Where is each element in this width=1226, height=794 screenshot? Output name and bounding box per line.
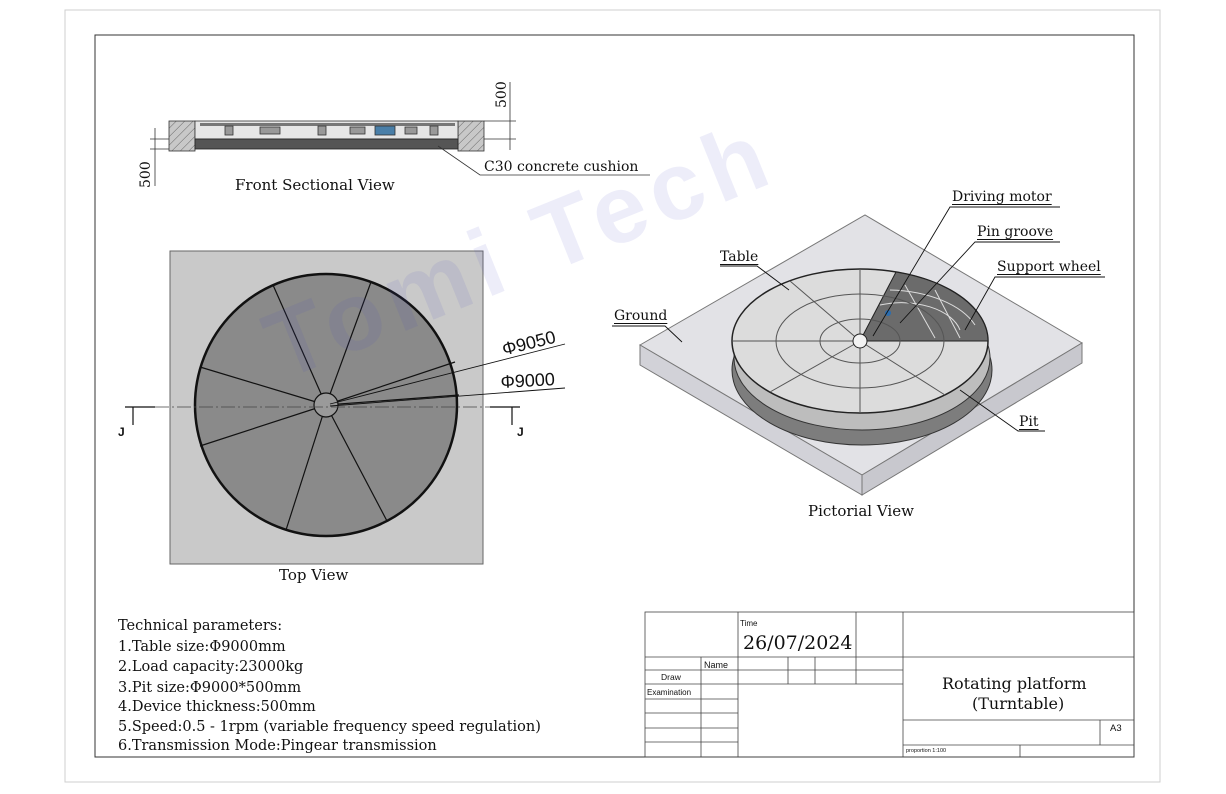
parameter-line: 3.Pit size:Φ9000*500mm: [118, 680, 302, 696]
machinery-sector: [859, 271, 989, 342]
examination-row-label: Examination: [647, 688, 692, 697]
motor-dot: [885, 310, 891, 316]
table-segments: [733, 269, 946, 413]
center-hub: [313, 392, 339, 418]
front-sectional-view: [150, 82, 650, 186]
parameter-line: 5.Speed:0.5 - 1rpm (variable frequency s…: [118, 719, 541, 735]
proportion-label: proportion 1:100: [906, 748, 947, 754]
dim-left-500: 500: [138, 161, 154, 188]
pictorial-leaders: [612, 206, 1105, 432]
front-view-title: Front Sectional View: [235, 176, 395, 194]
parameter-line: 6.Transmission Mode:Pingear transmission: [118, 738, 437, 754]
table-spokes: [199, 281, 460, 531]
draw-row-label: Draw: [661, 672, 681, 682]
section-marker-left: [125, 406, 155, 425]
ground-right-hatch: [457, 120, 485, 152]
machinery: [224, 125, 439, 136]
drawing-title-line1: Rotating platform: [942, 674, 1087, 693]
pictorial-view: [612, 206, 1105, 496]
turntable-deck: [200, 123, 455, 126]
dia-inner-label: Φ9000: [500, 369, 556, 392]
parameter-line: 4.Device thickness:500mm: [118, 699, 316, 715]
top-view: [125, 250, 566, 565]
section-label-right: J: [517, 425, 524, 439]
label-driving-motor: Driving motor: [952, 189, 1052, 205]
label-support-wheel: Support wheel: [997, 259, 1101, 275]
dia-outer-leader: [329, 343, 566, 405]
label-table: Table: [720, 249, 759, 265]
label-pin-groove: Pin groove: [977, 224, 1054, 240]
drawing-frame: [94, 34, 1135, 758]
ground-left-hatch: [168, 120, 196, 152]
title-block-grid: [644, 611, 1135, 758]
dia-inner-leader: [329, 387, 566, 407]
parameter-line: 2.Load capacity:23000kg: [118, 659, 304, 675]
top-view-title: Top View: [279, 566, 349, 584]
dim-top-500: 500: [494, 81, 510, 108]
time-label: Time: [740, 619, 758, 628]
pictorial-view-title: Pictorial View: [808, 502, 914, 520]
parameter-line: 1.Table size:Φ9000mm: [118, 639, 286, 655]
parameters-heading: Technical parameters:: [118, 618, 283, 634]
sheet-outer-border: [64, 9, 1161, 783]
concrete-leader: [437, 145, 650, 176]
section-marker-right: [490, 406, 520, 425]
label-ground: Ground: [614, 308, 668, 324]
concrete-cushion-label: C30 concrete cushion: [484, 159, 639, 175]
label-pit: Pit: [1019, 414, 1039, 430]
sheet-size-label: A3: [1110, 723, 1122, 734]
section-label-left: J: [118, 425, 125, 439]
pictorial-hub: [852, 333, 868, 349]
concrete-cushion: [194, 138, 459, 150]
drawing-title-line2: (Turntable): [972, 694, 1065, 713]
drawing-date: 26/07/2024: [743, 632, 853, 654]
name-column-label: Name: [704, 660, 729, 670]
ground-slab-front-right: [861, 342, 1083, 496]
